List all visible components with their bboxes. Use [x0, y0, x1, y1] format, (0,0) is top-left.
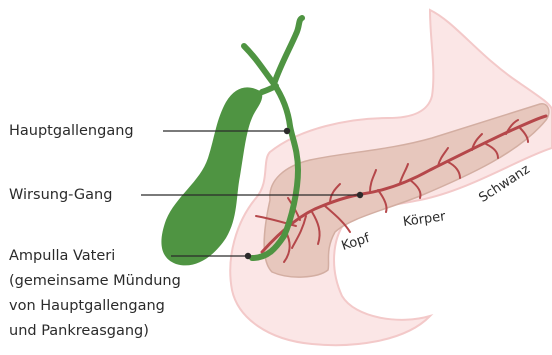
dot-hauptgallengang — [284, 128, 290, 134]
label-ampulla-line-2: (gemeinsame Mündung — [9, 269, 181, 294]
dot-ampulla — [245, 253, 251, 259]
label-ampulla-line-4: und Pankreasgang) — [9, 319, 181, 344]
dot-wirsung — [357, 192, 363, 198]
label-ampulla-vateri: Ampulla Vateri (gemeinsame Mündung von H… — [9, 244, 181, 344]
label-hauptgallengang: Hauptgallengang — [9, 124, 134, 139]
label-ampulla-line-3: von Hauptgallengang — [9, 294, 181, 319]
label-ampulla-line-1: Ampulla Vateri — [9, 244, 181, 269]
label-wirsung-gang: Wirsung-Gang — [9, 188, 112, 203]
